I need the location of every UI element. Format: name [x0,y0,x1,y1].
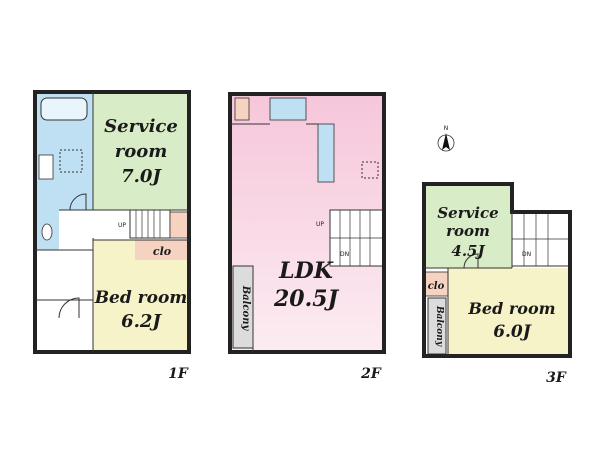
entrance-door-1f [58,297,80,319]
ldk-label: LDK [278,258,334,284]
bed-room-3f-area [448,268,570,356]
service-room-1f-area [93,92,189,210]
bed-room-3f-size: 6.0J [493,322,532,342]
floor-label-1f: 1F [168,366,189,382]
bed-room-1f-size: 6.2J [121,311,162,332]
balcony-2f-label: Balcony [240,285,251,332]
compass-label: N [444,125,449,132]
north-arrow-icon: N [437,125,455,152]
floor-3f: Service room 4.5J Bed room 6.0J clo Balc… [422,182,572,386]
floor-label-2f: 2F [360,366,382,382]
stairs-3f [511,211,571,267]
stair-dn-3f: DN [522,251,531,258]
storage-1f [169,211,190,239]
floor-2f: LDK 20.5J Balcony UP DN 2F [228,92,386,382]
bed-room-1f-label: Bed room [94,288,188,308]
stair-dn-2f: DN [340,251,349,258]
service-room-3f-size: 4.5J [451,242,485,260]
service-room-3f-line2: room [446,222,490,240]
service-room-3f-line1: Service [437,204,498,222]
service-room-1f-size: 7.0J [121,166,162,187]
ldk-size: 20.5J [273,286,340,312]
inner-walls-1f [35,92,189,352]
washer-icon [59,149,83,173]
stair-up-1f: UP [118,222,126,229]
outer-wall-2f [228,92,386,354]
floor-label-3f: 3F [546,370,567,386]
stair-up-2f: UP [316,221,324,228]
storage-2f [234,97,250,121]
outer-wall-3f [422,182,572,358]
clo-1f-area [135,240,189,260]
inner-walls-3f [424,212,513,356]
door-1f-a [69,193,87,211]
service-room-3f-area [424,184,512,268]
door-3f [463,253,479,269]
service-room-1f-line2: room [115,141,168,162]
clo-1f-label: clo [153,245,171,258]
floor-1f: Service room 7.0J Bed room 6.2J clo UP 1… [33,90,191,382]
balcony-3f-label: Balcony [434,305,444,347]
kitchen-counter-icon [317,123,335,183]
outer-wall-1f [33,90,191,354]
washbasin-2f-icon [269,97,307,121]
inner-walls-2f [230,123,318,352]
stairs-2f [329,209,385,267]
toilet-icon [41,223,53,241]
bed-room-3f-label: Bed room [467,299,555,318]
service-room-1f-line1: Service [104,116,178,137]
bathtub-icon [40,97,88,121]
washbasin-icon [38,154,54,180]
clo-3f-area [423,271,449,297]
stairs-1f [129,209,171,239]
clo-3f-label: clo [428,281,445,292]
fridge-icon [361,161,379,179]
